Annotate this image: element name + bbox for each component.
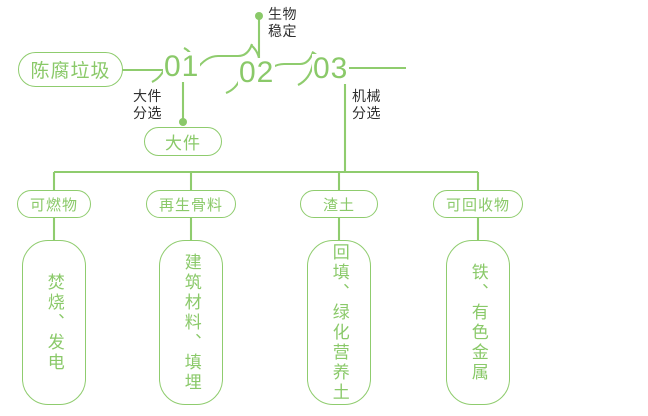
link-source-to-01 <box>122 62 167 72</box>
stage-01-annotation: 大件 分选 <box>133 88 179 122</box>
stage-03-annotation: 机械 分选 <box>352 88 398 122</box>
destination-text-2: 建筑材料、填埋 <box>181 252 201 393</box>
source-label: 陈腐垃圾 <box>30 61 111 82</box>
stage-03-annotation-line2: 分选 <box>352 105 381 121</box>
destination-box-3[interactable]: 回填、绿化营养土 <box>307 240 371 405</box>
destination-box-1[interactable]: 焚烧、发电 <box>22 240 86 405</box>
category-label-2: 再生骨料 <box>158 196 223 214</box>
link-01-to-02 <box>195 43 253 71</box>
destination-text-3: 回填、绿化营养土 <box>329 242 349 403</box>
stage-01-annotation-line2: 分选 <box>133 105 162 121</box>
category-pill-2[interactable]: 再生骨料 <box>146 190 236 218</box>
bulky-output-node[interactable]: 大件 <box>144 127 222 156</box>
stage-02-annotation-line1: 生物 <box>268 6 297 22</box>
bulky-output-label: 大件 <box>165 134 201 153</box>
destination-box-2[interactable]: 建筑材料、填埋 <box>159 240 223 405</box>
stage-number-02[interactable]: 02 <box>238 56 276 89</box>
stage-02-annotation: 生物 稳定 <box>268 6 314 40</box>
stage-number-03[interactable]: 03 <box>312 52 350 85</box>
stage-number-01[interactable]: 01 <box>163 50 201 83</box>
destination-box-4[interactable]: 铁、有色金属 <box>446 240 510 405</box>
source-node[interactable]: 陈腐垃圾 <box>18 52 123 87</box>
stage-03-annotation-line1: 机械 <box>352 88 381 104</box>
stage-02-annotation-line2: 稳定 <box>268 23 297 39</box>
endpoint-dot-bulky <box>179 118 187 126</box>
destination-text-1: 焚烧、发电 <box>44 272 64 373</box>
arc-03-lower <box>297 63 315 86</box>
destination-text-4: 铁、有色金属 <box>468 262 488 383</box>
stage-01-annotation-line1: 大件 <box>133 88 162 104</box>
category-label-4: 可回收物 <box>445 196 510 214</box>
category-label-1: 可燃物 <box>29 196 78 214</box>
category-pill-4[interactable]: 可回收物 <box>433 190 523 218</box>
endpoint-dot-bio <box>255 12 263 20</box>
category-pill-1[interactable]: 可燃物 <box>17 190 91 218</box>
category-pill-3[interactable]: 渣土 <box>300 190 378 218</box>
category-label-3: 渣土 <box>322 196 355 214</box>
